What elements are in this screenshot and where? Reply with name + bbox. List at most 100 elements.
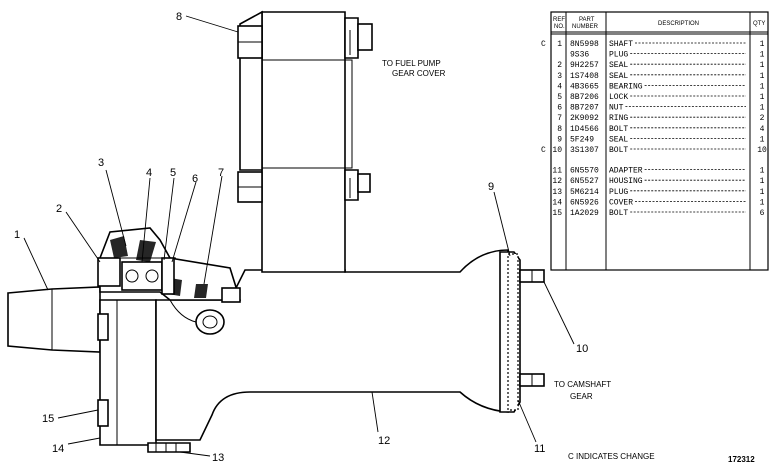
part-number: 4B3665 <box>570 82 599 91</box>
note-fuel-pump-line2: GEAR COVER <box>392 69 446 78</box>
lock-nut <box>161 257 175 295</box>
note-camshaft-line1: TO CAMSHAFT <box>554 380 611 389</box>
quantity: 4 <box>760 125 765 134</box>
ring-end <box>221 287 241 303</box>
part-number: 6N5570 <box>570 167 599 176</box>
ref-number: 3 <box>557 72 562 81</box>
part-number: 8B7206 <box>570 93 599 102</box>
ref-number: 13 <box>552 188 562 197</box>
quantity: 1 <box>760 40 765 49</box>
part-number: 8N5998 <box>570 40 599 49</box>
quantity: 1 <box>760 93 765 102</box>
callout-11: 11 <box>534 443 545 455</box>
callout-5: 5 <box>170 167 176 179</box>
change-note: C INDICATES CHANGE <box>568 452 655 461</box>
quantity: 1 <box>760 177 765 186</box>
ref-number: 10 <box>552 146 562 155</box>
header-description: DESCRIPTION <box>658 21 699 27</box>
part-number: 9S36 <box>570 51 589 60</box>
part-number: 1A2029 <box>570 209 599 218</box>
part-description: SEAL <box>609 72 628 81</box>
part-number: 6N5527 <box>570 177 599 186</box>
ref-number: 15 <box>552 209 562 218</box>
part-number: 1S7408 <box>570 72 599 81</box>
part-description: LOCK <box>609 93 628 102</box>
side-boss <box>195 309 225 335</box>
callout-3: 3 <box>98 157 104 169</box>
quantity: 1 <box>760 167 765 176</box>
quantity: 1 <box>760 72 765 81</box>
part-description: NUT <box>609 104 624 113</box>
quantity: 6 <box>760 209 765 218</box>
housing-lower-body <box>155 249 509 441</box>
ref-number: 6 <box>557 104 562 113</box>
callout-13: 13 <box>212 452 224 464</box>
part-description: PLUG <box>609 51 628 60</box>
ref-number: 5 <box>557 93 562 102</box>
ref-number: 12 <box>552 177 562 186</box>
shaft <box>7 286 101 353</box>
change-mark: C <box>541 40 546 49</box>
part-number: 6N5926 <box>570 198 599 207</box>
ref-number: 4 <box>557 82 562 91</box>
callout-4: 4 <box>146 167 152 179</box>
note-camshaft-line2: GEAR <box>570 392 593 401</box>
change-mark: C <box>541 146 546 155</box>
header-part-line2: NUMBER <box>572 24 599 30</box>
callout-10: 10 <box>576 343 588 355</box>
quantity: 1 <box>760 51 765 60</box>
ref-number: 8 <box>557 125 562 134</box>
part-description: BEARING <box>609 82 643 91</box>
part-number: 3S1307 <box>570 146 599 155</box>
diagram-notes: TO FUEL PUMP GEAR COVER TO CAMSHAFT GEAR… <box>382 59 755 464</box>
part-number: 2K9092 <box>570 114 599 123</box>
callout-7: 7 <box>218 167 224 179</box>
callout-15: 15 <box>42 413 54 425</box>
cover-bolt-lower <box>97 399 109 427</box>
figure-number: 172312 <box>728 455 755 464</box>
callouts: 1 2 3 4 5 6 7 8 9 10 11 12 13 <box>14 11 588 464</box>
quantity: 1 <box>760 198 765 207</box>
assembly-drawing <box>7 10 545 453</box>
callout-6: 6 <box>192 173 198 185</box>
adapter-seal <box>507 253 519 411</box>
ref-number: 9 <box>557 135 562 144</box>
quantity: 1 <box>760 82 765 91</box>
part-description: RING <box>609 114 628 123</box>
ref-number: 14 <box>552 198 562 207</box>
part-description: HOUSING <box>609 177 643 186</box>
part-description: SEAL <box>609 135 628 144</box>
seal-lip <box>97 257 121 287</box>
ref-number: 7 <box>557 114 562 123</box>
part-description: BOLT <box>609 146 628 155</box>
ref-number: 11 <box>552 167 562 176</box>
callout-12: 12 <box>378 435 390 447</box>
quantity: 1 <box>760 61 765 70</box>
part-description: BOLT <box>609 125 628 134</box>
part-description: PLUG <box>609 188 628 197</box>
ref-number: 1 <box>557 40 562 49</box>
part-number: 5F249 <box>570 135 594 144</box>
bottom-plug <box>147 442 191 453</box>
quantity: 1 <box>760 188 765 197</box>
callout-8: 8 <box>176 11 182 23</box>
callout-14: 14 <box>52 443 64 455</box>
cover-bolt-upper <box>97 313 109 341</box>
header-ref-line2: NO. <box>554 24 565 30</box>
ref-number: 2 <box>557 61 562 70</box>
note-fuel-pump-line1: TO FUEL PUMP <box>382 59 441 68</box>
callout-9: 9 <box>488 181 494 193</box>
header-qty: QTY <box>753 21 765 27</box>
part-number: 1D4566 <box>570 125 599 134</box>
part-description: ADAPTER <box>609 167 643 176</box>
quantity: 10 <box>757 146 767 155</box>
quantity: 1 <box>760 104 765 113</box>
callout-1: 1 <box>14 229 20 241</box>
bearing <box>121 261 163 291</box>
quantity: 1 <box>760 135 765 144</box>
part-number: 5M6214 <box>570 188 599 197</box>
part-description: SHAFT <box>609 40 633 49</box>
part-number: 8B7207 <box>570 104 599 113</box>
